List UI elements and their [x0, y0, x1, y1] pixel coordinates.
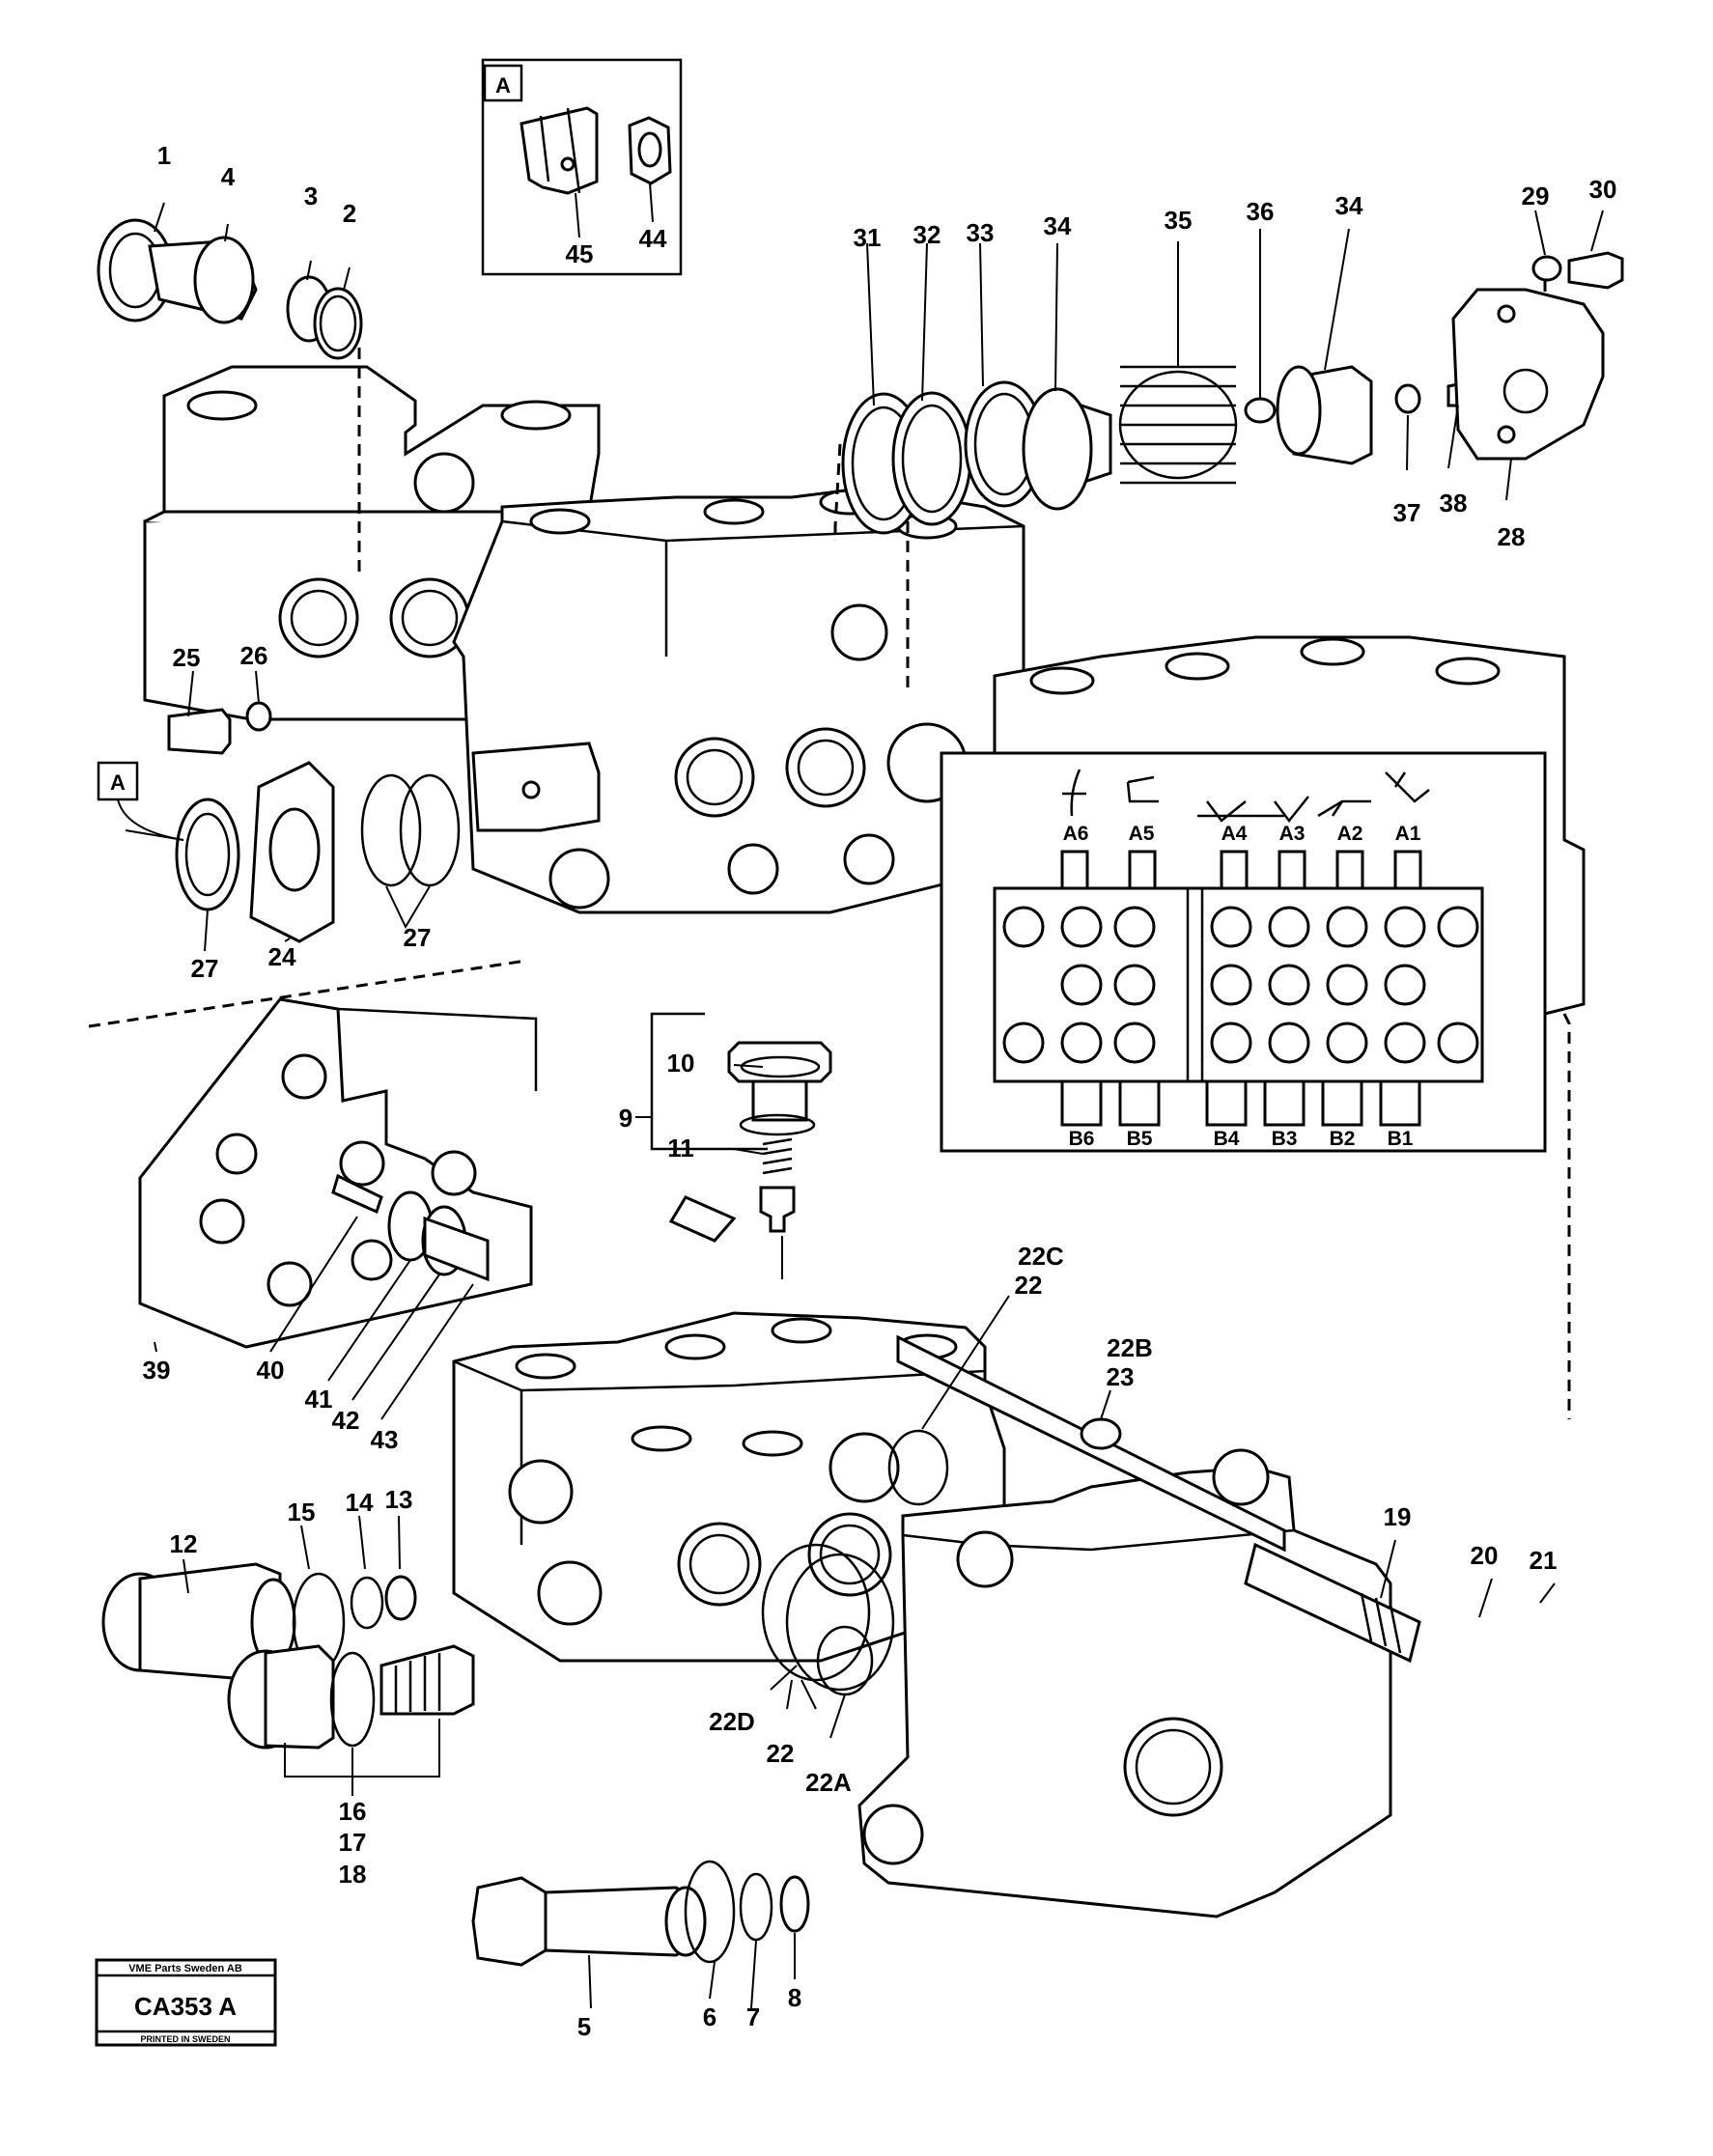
callout-12: 12: [170, 1529, 198, 1558]
callout-39: 39: [143, 1356, 171, 1385]
callout-21: 21: [1530, 1546, 1558, 1575]
callout-26: 26: [240, 641, 268, 670]
port-label-b2: B2: [1330, 1128, 1356, 1150]
detail-reference-a: A: [97, 761, 184, 841]
stamp-printed: PRINTED IN SWEDEN: [140, 2034, 230, 2044]
callout-22c: 22C: [1018, 1242, 1064, 1271]
callout-11: 11: [667, 1134, 694, 1162]
callout-24: 24: [268, 942, 296, 971]
callout-20: 20: [1471, 1541, 1499, 1570]
callout-32: 32: [913, 220, 941, 249]
port-label-b1: B1: [1388, 1128, 1414, 1150]
parts-24-27: [125, 670, 461, 952]
callout-15: 15: [288, 1498, 316, 1526]
drawing-stamp: VME Parts Sweden AB CA353 A PRINTED IN S…: [95, 1958, 277, 2047]
callout-34-b: 34: [1335, 191, 1363, 220]
port-label-b5: B5: [1127, 1128, 1153, 1150]
spring-assembly: [833, 210, 1624, 695]
callout-41: 41: [305, 1385, 333, 1414]
port-label-a3: A3: [1279, 823, 1306, 845]
callout-5: 5: [577, 2012, 591, 2041]
callout-22d: 22D: [709, 1707, 755, 1736]
inset-spool-stubs: [1060, 1079, 1421, 1127]
part-9-assembly: [635, 1012, 832, 1279]
callout-27-b: 27: [404, 923, 432, 952]
callout-28: 28: [1498, 522, 1526, 551]
callout-35: 35: [1165, 206, 1193, 235]
callout-44: 44: [639, 224, 667, 253]
callout-22-b: 22: [767, 1739, 795, 1768]
callout-14: 14: [346, 1488, 374, 1517]
inset-schematic: A6 A5 A4 A3 A2 A1: [940, 751, 1547, 1153]
callout-7: 7: [746, 2002, 760, 2031]
port-label-b4: B4: [1214, 1128, 1240, 1150]
callout-19: 19: [1384, 1502, 1412, 1531]
port-label-b3: B3: [1272, 1128, 1298, 1150]
callout-1: 1: [157, 141, 171, 170]
callout-22a: 22A: [805, 1768, 852, 1797]
callout-4: 4: [221, 162, 236, 191]
port-label-b6: B6: [1069, 1128, 1095, 1150]
parts-5-8: [471, 1860, 810, 2009]
ports-top: A6 A5 A4 A3 A2 A1: [1063, 823, 1421, 845]
plate-and-parts-39-43: [88, 959, 538, 1420]
detail-view-a: A 45 44: [481, 58, 683, 276]
callout-8: 8: [788, 1983, 801, 2012]
stamp-code: CA353 A: [134, 1992, 237, 2021]
callout-34: 34: [1044, 211, 1072, 240]
callout-17: 17: [339, 1828, 367, 1857]
callout-10: 10: [667, 1049, 695, 1078]
callout-42: 42: [332, 1406, 360, 1435]
callout-25: 25: [173, 643, 201, 672]
callouts: 1 4 3 2 31 32 33 34 35 36 34 29 30 37 38…: [143, 141, 1617, 2041]
port-label-a5: A5: [1129, 823, 1155, 845]
callout-36: 36: [1247, 197, 1275, 226]
port-label-a2: A2: [1337, 823, 1363, 845]
upper-valve-block: [143, 365, 601, 721]
callout-27-a: 27: [191, 954, 219, 983]
callout-38: 38: [1440, 489, 1468, 518]
callout-45: 45: [566, 239, 594, 268]
callout-43: 43: [371, 1425, 399, 1454]
callout-30: 30: [1589, 175, 1617, 204]
callout-6: 6: [703, 2002, 716, 2031]
inset-port-stubs: [1060, 850, 1422, 890]
callout-3: 3: [304, 182, 318, 210]
stamp-company: VME Parts Sweden AB: [128, 1963, 242, 1974]
lower-valve-block: [452, 1013, 1571, 1918]
callout-2: 2: [343, 199, 356, 228]
middle-valve-block: [452, 486, 1025, 914]
parts-12-18: [101, 1515, 475, 1796]
callout-22b: 22B: [1107, 1333, 1153, 1362]
port-label-a4: A4: [1222, 823, 1248, 845]
callout-40: 40: [257, 1356, 285, 1385]
detail-view-tag: A: [495, 73, 511, 98]
port-label-a1: A1: [1395, 823, 1421, 845]
inset-port-holes: [1002, 906, 1479, 1064]
callout-33: 33: [967, 218, 995, 247]
callout-29: 29: [1522, 182, 1550, 210]
callout-37: 37: [1393, 498, 1421, 527]
callout-31: 31: [854, 223, 882, 252]
callout-23: 23: [1107, 1362, 1135, 1391]
callout-22-a: 22: [1015, 1271, 1043, 1300]
callout-13: 13: [385, 1485, 413, 1514]
detail-reference-tag: A: [110, 770, 126, 795]
callout-9: 9: [619, 1104, 632, 1133]
port-label-a6: A6: [1063, 823, 1089, 845]
parts-1-4: [97, 202, 363, 579]
ports-bottom: B6 B5 B4 B3 B2 B1: [1069, 1128, 1414, 1150]
callout-18: 18: [339, 1860, 367, 1889]
callout-16: 16: [339, 1797, 367, 1826]
